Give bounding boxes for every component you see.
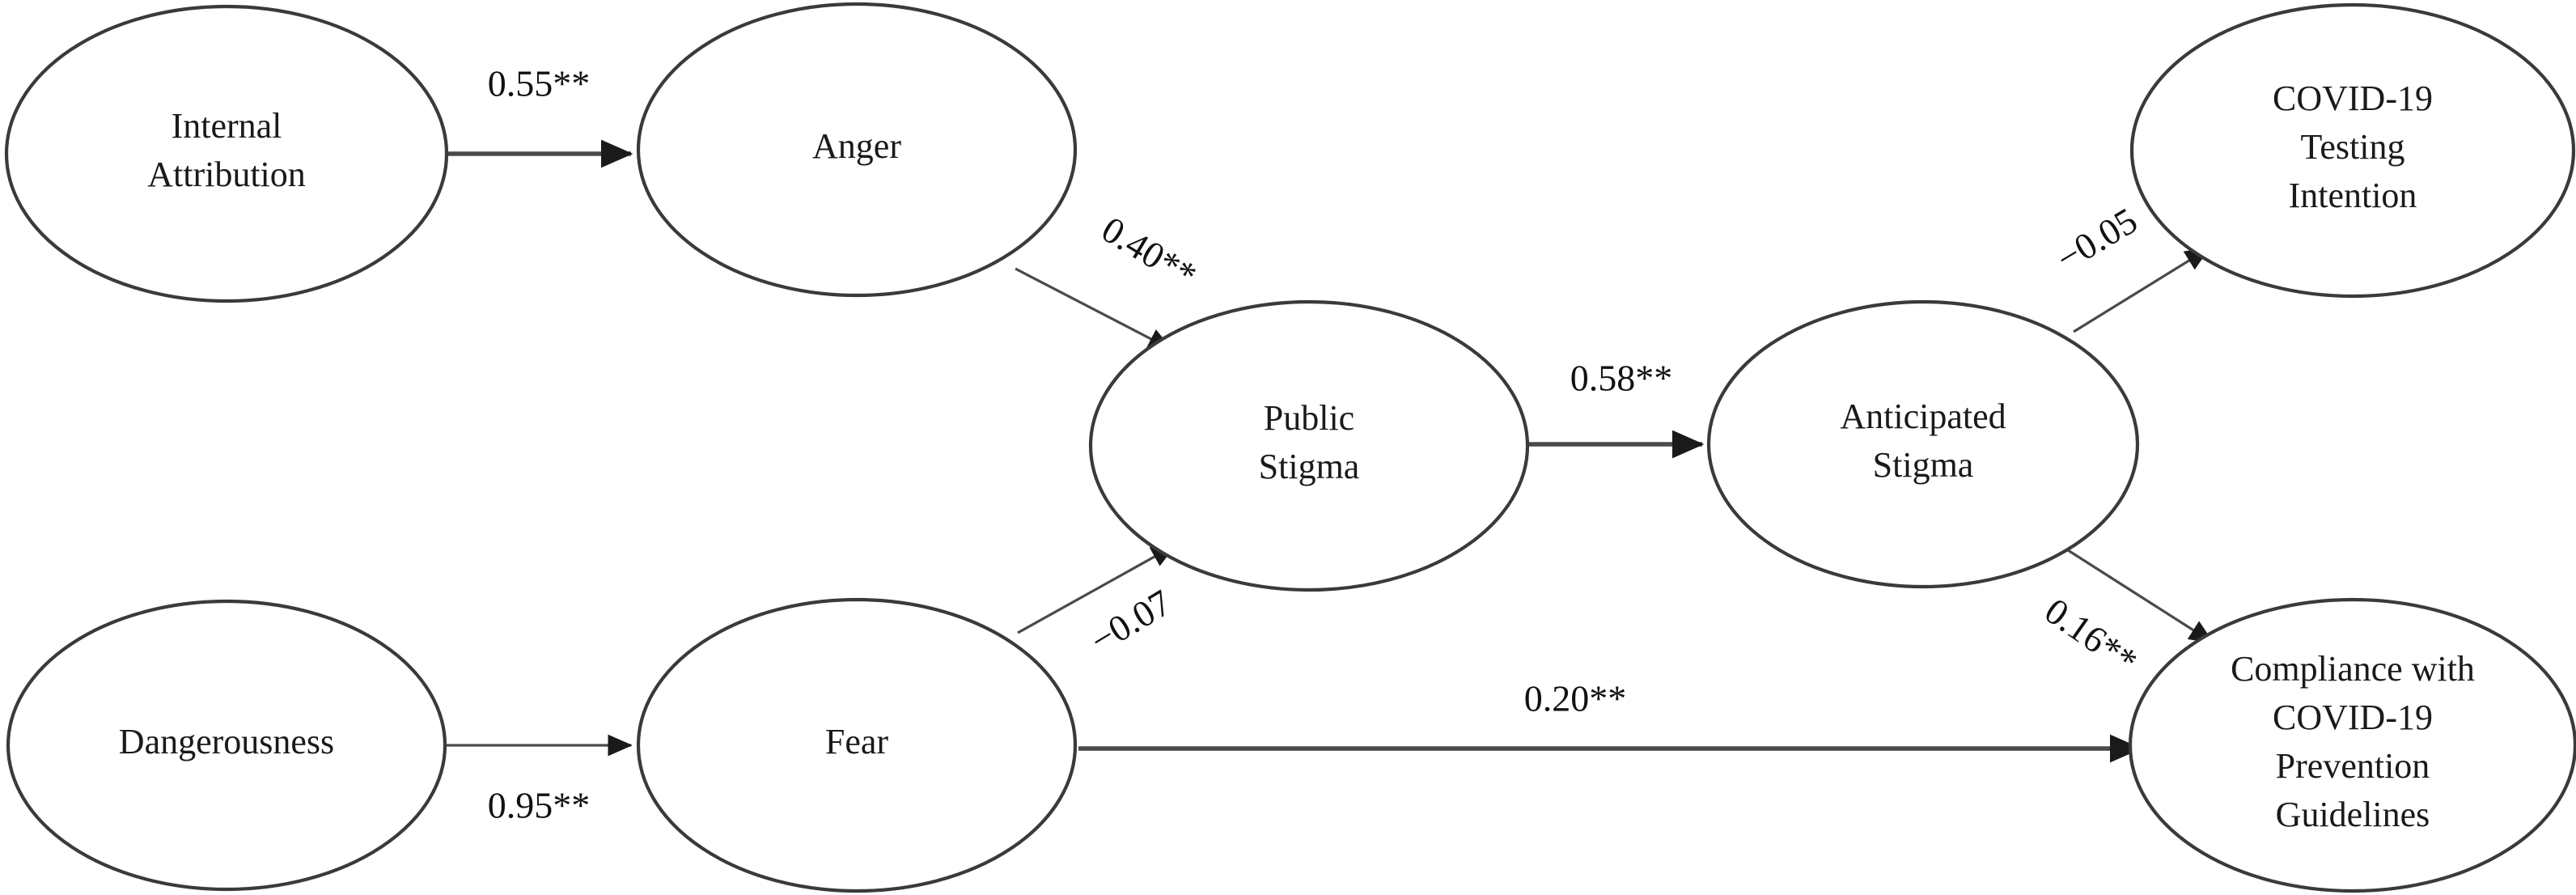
edge-label-dangerousness-to-fear: 0.95** [488,785,591,826]
node-label-covid_testing_intention-line3: Intention [2289,176,2417,215]
node-label-fear-line1: Fear [825,722,889,761]
edge-label-fear-to-compliance: 0.20** [1524,678,1627,719]
edges-layer [446,139,2214,763]
node-label-anticipated_stigma-line1: Anticipated [1840,397,2006,436]
nodes-layer: InternalAttributionAngerPublicStigmaAnti… [4,2,2576,893]
node-label-public_stigma-line2: Stigma [1259,447,1360,486]
node-ellipse-fear [636,597,1078,893]
node-label-compliance_guidelines-line2: COVID-19 [2273,698,2433,737]
node-fear[interactable]: Fear [636,597,1078,893]
node-label-anger-line1: Anger [812,126,901,166]
edge-label-anger-to-public-stigma: 0.40** [1095,208,1204,296]
edge-anger-to-public-stigma [1015,267,1173,351]
node-label-internal_attribution-line2: Attribution [147,155,306,194]
node-ellipse-compliance_guidelines [2128,597,2576,893]
node-compliance_guidelines[interactable]: Compliance withCOVID-19PreventionGuideli… [2128,597,2576,893]
node-label-compliance_guidelines-line3: Prevention [2276,746,2430,786]
edge-anticipated-stigma-to-compliance [2065,547,2214,644]
node-ellipse-dangerousness [6,599,447,892]
edge-label-anticipated-stigma-to-compliance: 0.16** [2037,590,2145,682]
edge-anticipated-stigma-to-testing-intention [2073,247,2210,333]
node-ellipse-covid_testing_intention [2129,2,2576,299]
node-label-compliance_guidelines-line4: Guidelines [2276,795,2430,834]
node-label-internal_attribution-line1: Internal [172,106,282,146]
edge-label-internal_attribution-to-anger: 0.55** [488,63,591,104]
node-label-covid_testing_intention-line1: COVID-19 [2273,78,2433,118]
node-label-covid_testing_intention-line2: Testing [2301,127,2405,167]
node-ellipse-anger [636,2,1078,298]
node-label-compliance_guidelines-line1: Compliance with [2231,649,2475,689]
node-label-dangerousness-line1: Dangerousness [119,722,334,761]
node-anger[interactable]: Anger [636,2,1078,298]
edge-fear-to-public-stigma [1017,544,1176,634]
edge-label-fear-to-public-stigma: −0.07 [1083,581,1179,661]
edge-label-anticipated-stigma-to-testing-intention: −0.05 [2049,199,2145,279]
node-ellipse-internal_attribution [4,4,449,303]
node-ellipse-public_stigma [1088,299,1530,592]
node-ellipse-anticipated_stigma [1706,299,2140,589]
node-label-anticipated_stigma-line2: Stigma [1873,445,1974,485]
node-label-public_stigma-line1: Public [1264,398,1354,438]
edge-label-public-stigma-to-anticipated-stigma: 0.58** [1570,358,1673,399]
node-dangerousness[interactable]: Dangerousness [6,599,447,892]
